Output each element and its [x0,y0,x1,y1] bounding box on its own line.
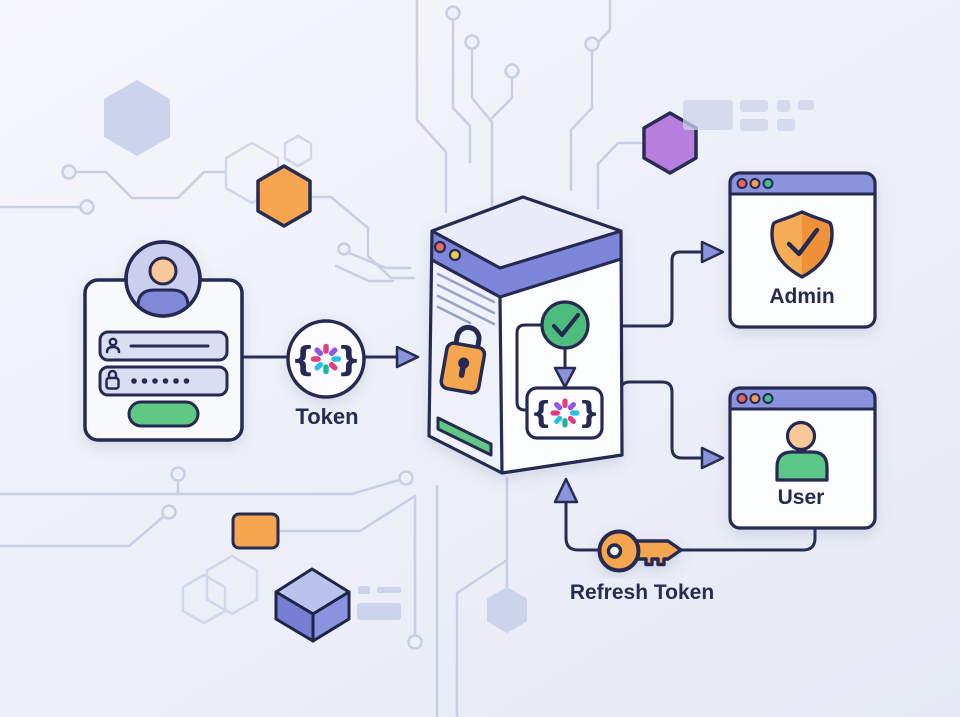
hexagon-outline [283,134,313,168]
cube-icon [274,567,351,643]
refresh-token-line [564,501,817,552]
login-card [83,240,244,442]
padlock-icon [439,324,487,395]
orange-hexagon [256,164,312,228]
token-braces-icon: { } [291,340,361,380]
login-button[interactable] [127,400,200,428]
password-field[interactable] [98,365,229,397]
circuit-node [79,199,95,215]
hexagon-outline [205,554,259,616]
password-dots [131,378,190,384]
key-icon [597,529,683,573]
admin-window: Admin [728,171,877,329]
user-avatar-icon [124,240,202,318]
user-window-frame [728,386,877,530]
down-arrowhead-icon [553,366,577,389]
right-arrowhead-icon [700,240,725,264]
server-band-right [500,231,621,297]
server-dot-red [433,240,447,254]
pixel-blocks [683,100,814,131]
window-dots-icon [736,178,774,189]
circuit-trace [490,76,514,120]
server-band-left [432,231,500,297]
circuit-node [161,504,177,520]
window-dots-icon [736,393,774,404]
server-status-bar [436,416,493,457]
server: { } [427,195,624,475]
circuit-node [464,34,480,50]
circuit-trace [0,515,165,548]
user-label: User [778,486,825,509]
circuit-node [61,164,77,180]
circuit-trace [347,251,412,270]
user-window: User [728,386,877,530]
server-token-badge: { } [525,386,604,440]
circuit-trace [277,494,417,637]
hexagon-shape [104,80,170,156]
check-icon [540,300,590,350]
right-arrowhead-icon [395,345,420,369]
circuit-node [337,242,351,256]
token-starburst-icon [550,398,580,428]
admin-label: Admin [769,285,834,308]
check-to-badge-bracket [515,323,544,412]
hexagon-outline [181,573,227,625]
circuit-node [504,63,520,79]
circuit-node [584,36,600,52]
server-outline [427,195,624,475]
server-vent-lines [436,272,496,326]
username-icon [105,337,121,354]
admin-window-frame [728,171,877,329]
token-badge-circle: { } [286,319,366,399]
circuit-node [445,5,461,21]
user-window-titlebar [730,388,875,409]
key-hole [606,543,623,559]
circuit-trace [455,476,509,717]
circuit-trace [470,47,494,207]
circuit-trace [74,170,227,200]
server-dot-yellow [448,248,462,262]
shield-check-icon [770,210,834,279]
refresh-token-label: Refresh Token [570,581,714,604]
up-arrowhead-icon [553,477,579,504]
circuit-node [170,466,186,482]
circuit-trace [451,18,472,164]
hexagon-shape [487,587,527,633]
svg-text:{: { [530,396,551,431]
token-starburst-icon [310,343,342,375]
circuit-trace [306,195,416,280]
circuit-trace [596,141,645,210]
key-shaft [632,539,683,567]
circuit-trace [0,478,401,496]
right-arrowhead-icon [700,446,725,470]
pixel-blocks [357,586,401,620]
hexagon-outline [224,141,280,205]
orange-chip [231,512,280,550]
background-decorations [0,0,814,717]
user-icon [775,420,829,482]
flow-connectors [241,240,817,552]
circuit-node [398,470,414,486]
circuit-trace [334,264,395,283]
circuit-trace [415,0,448,214]
password-lock-icon [105,369,120,390]
token-label: Token [295,404,358,429]
circuit-trace [596,0,612,44]
username-field[interactable] [98,330,229,362]
svg-text:}: } [578,396,599,431]
circuit-trace [569,49,594,192]
server-to-admin-line [585,250,703,328]
circuit-node [407,634,423,650]
admin-window-titlebar [730,173,875,194]
